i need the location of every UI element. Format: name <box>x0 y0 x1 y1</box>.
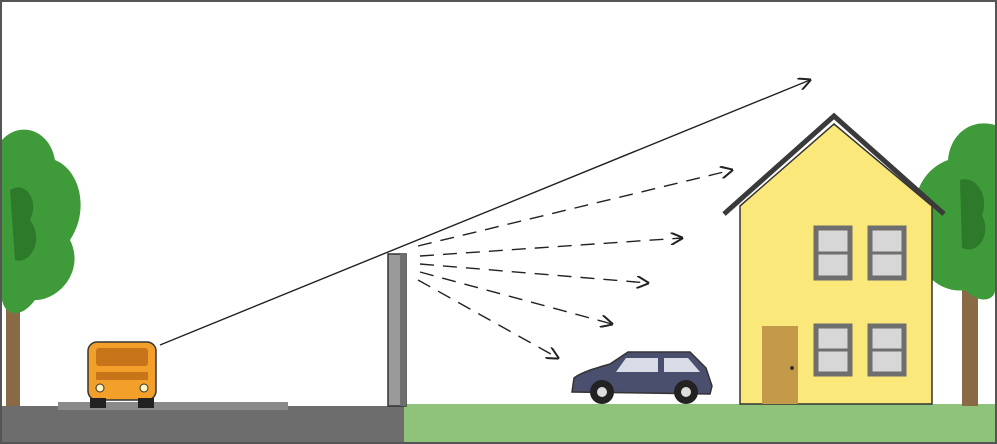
tree-right-trunk <box>962 290 978 406</box>
car-hub-rear <box>681 387 691 397</box>
car <box>571 351 713 404</box>
tree-left-foliage <box>2 129 81 314</box>
van-headlight-left <box>95 383 105 393</box>
car-window-rear <box>664 358 700 372</box>
tree-right-foliage <box>915 123 995 300</box>
noise-barrier-shadow <box>400 254 406 406</box>
noise-barrier <box>387 253 407 407</box>
tree-left <box>2 129 81 406</box>
van-wheel-right <box>138 398 154 408</box>
house-door-knob <box>790 366 794 370</box>
van-grille <box>96 372 148 380</box>
direct-sound-arrow <box>159 80 810 346</box>
house-roof-edge <box>722 112 946 216</box>
tree-left-foliage-shade <box>10 187 37 261</box>
car-hub-front <box>597 387 607 397</box>
diffracted-sound-arrow-2 <box>419 238 682 257</box>
car-window-front <box>616 358 658 372</box>
house-window-lower-right <box>867 323 907 377</box>
van-windshield <box>96 348 148 366</box>
house-door <box>762 326 798 404</box>
grass <box>404 404 995 442</box>
sound-paths <box>159 80 810 358</box>
house <box>722 112 946 405</box>
tree-right <box>915 123 995 406</box>
house-window-upper-right <box>867 225 907 281</box>
diffracted-sound-arrow-5 <box>417 279 558 358</box>
diffracted-sound-arrow-1 <box>417 170 732 247</box>
diffracted-sound-arrow-3 <box>419 263 648 283</box>
van-headlight-right <box>139 383 149 393</box>
road <box>2 406 404 442</box>
tree-right-foliage-shade <box>960 179 986 250</box>
diffracted-sound-arrow-4 <box>419 271 612 324</box>
house-window-lower-left <box>813 323 853 377</box>
tree-left-trunk <box>6 300 20 406</box>
house-window-upper-left <box>813 225 853 281</box>
road-curb <box>58 402 288 410</box>
van <box>87 341 157 408</box>
van-wheel-left <box>90 398 106 408</box>
